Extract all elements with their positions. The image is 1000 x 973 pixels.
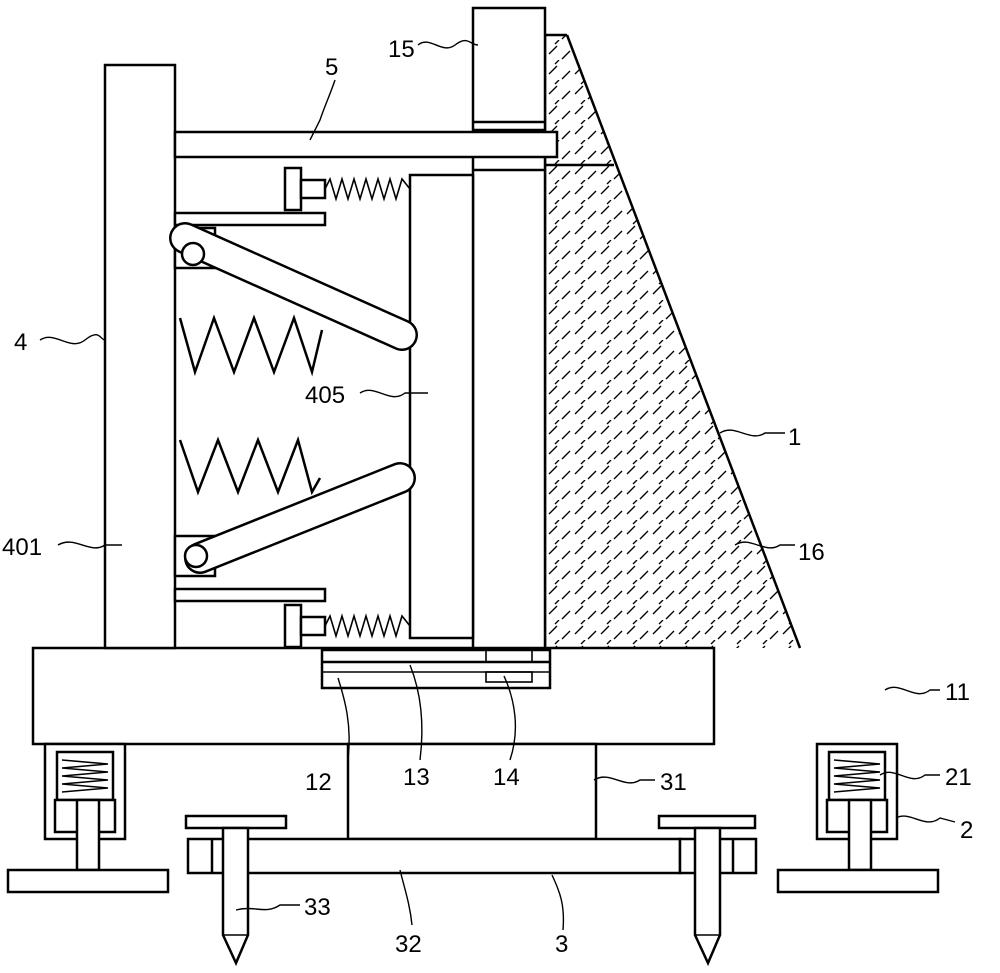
upper-arm	[169, 222, 418, 351]
label-16: 16	[798, 539, 825, 566]
inner-plate	[408, 173, 475, 640]
upper-zigzag-spring	[178, 314, 324, 377]
left-foot	[6, 742, 170, 894]
label-4: 4	[14, 329, 27, 356]
label-32: 32	[395, 931, 422, 958]
column-4	[103, 63, 177, 650]
label-2: 2	[960, 817, 973, 844]
lower-arm	[173, 462, 416, 578]
label-15: 15	[388, 36, 415, 63]
right-spike	[657, 814, 757, 967]
wedge-body	[543, 33, 802, 649]
label-21: 21	[945, 764, 972, 791]
post-15	[471, 6, 547, 650]
label-13: 13	[403, 764, 430, 791]
label-11: 11	[945, 679, 970, 706]
right-foot	[776, 742, 940, 894]
label-12: 12	[305, 769, 332, 796]
lower-zigzag-spring	[178, 435, 322, 496]
label-3: 3	[555, 931, 568, 958]
top-beam	[173, 130, 559, 159]
cross-bar	[186, 837, 758, 875]
label-5: 5	[325, 54, 338, 81]
center-support	[346, 742, 598, 841]
left-spike	[184, 814, 288, 967]
upper-ledge	[173, 166, 411, 227]
lower-ledge	[173, 587, 411, 649]
base-plate	[31, 646, 716, 746]
label-33: 33	[304, 894, 331, 921]
label-401: 401	[2, 534, 42, 561]
label-31: 31	[660, 769, 687, 796]
leader-lines	[39, 39, 956, 931]
label-1: 1	[788, 424, 801, 451]
label-405: 405	[305, 382, 345, 409]
label-14: 14	[493, 764, 520, 791]
